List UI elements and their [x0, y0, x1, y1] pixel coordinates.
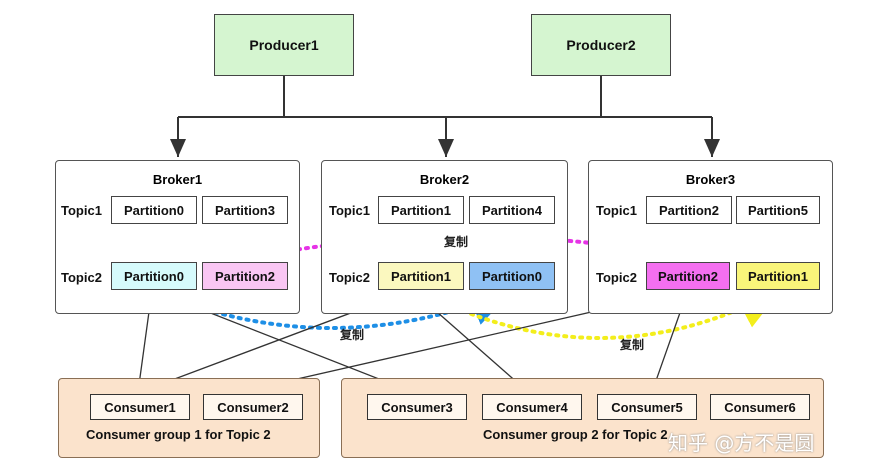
- broker3-topic2-partition2[interactable]: Partition2: [646, 262, 730, 290]
- broker2-topic1-partition4[interactable]: Partition4: [469, 196, 555, 224]
- consumer5-node[interactable]: Consumer5: [597, 394, 697, 420]
- broker2-topic1-label: Topic1: [329, 203, 370, 218]
- broker3-topic1-label: Topic1: [596, 203, 637, 218]
- replication-curve-magenta: [244, 230, 692, 271]
- broker2-topic2-partition0[interactable]: Partition0: [469, 262, 555, 290]
- broker2-topic2-label: Topic2: [329, 270, 370, 285]
- replication-label-top: 复制: [444, 235, 469, 249]
- broker2-topic1-partition1[interactable]: Partition1: [378, 196, 464, 224]
- broker1-topic1-partition3[interactable]: Partition3: [202, 196, 288, 224]
- broker1-title: Broker1: [152, 172, 203, 187]
- broker1-topic2-partition0[interactable]: Partition0: [111, 262, 197, 290]
- consumer4-node[interactable]: Consumer4: [482, 394, 582, 420]
- producer2-node[interactable]: Producer2: [531, 14, 671, 76]
- broker3-topic1-partition2[interactable]: Partition2: [646, 196, 732, 224]
- consumer6-node[interactable]: Consumer6: [710, 394, 810, 420]
- producer-links: [170, 76, 720, 157]
- broker1-topic1-label: Topic1: [61, 203, 102, 218]
- broker3-title: Broker3: [685, 172, 736, 187]
- broker1-topic1-partition0[interactable]: Partition0: [111, 196, 197, 224]
- consumer2-node[interactable]: Consumer2: [203, 394, 303, 420]
- consumer-group-1-label: Consumer group 1 for Topic 2: [86, 427, 271, 442]
- replication-label-left: 复制: [340, 328, 365, 342]
- consumer-group-2-label: Consumer group 2 for Topic 2: [483, 427, 668, 442]
- producer1-node[interactable]: Producer1: [214, 14, 354, 76]
- broker3-topic2-label: Topic2: [596, 270, 637, 285]
- replication-label-right: 复制: [620, 338, 645, 352]
- broker1-topic2-partition2[interactable]: Partition2: [202, 262, 288, 290]
- broker2-title: Broker2: [419, 172, 470, 187]
- broker1-topic2-label: Topic2: [61, 270, 102, 285]
- watermark: 知乎 @方不是圆: [668, 431, 815, 455]
- broker3-topic1-partition5[interactable]: Partition5: [736, 196, 820, 224]
- broker3-topic2-partition1[interactable]: Partition1: [736, 262, 820, 290]
- broker2-topic2-partition1[interactable]: Partition1: [378, 262, 464, 290]
- consumer3-node[interactable]: Consumer3: [367, 394, 467, 420]
- consumer1-node[interactable]: Consumer1: [90, 394, 190, 420]
